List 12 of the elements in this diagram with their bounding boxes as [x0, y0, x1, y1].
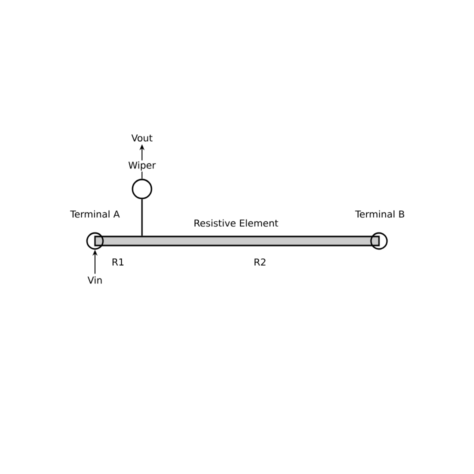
resistance-label: R1: [112, 258, 124, 266]
terminal-circle: [86, 232, 104, 250]
terminal-circle: [370, 232, 388, 250]
wiper-label: Wiper: [127, 160, 157, 172]
terminal-label: Terminal B: [354, 209, 406, 219]
terminal-label: Terminal A: [69, 209, 121, 219]
wiper-circle: [132, 178, 152, 200]
signal-label: Vout: [131, 134, 152, 142]
resistance-label: R2: [254, 258, 266, 266]
signal-label: Vin: [88, 276, 102, 284]
connector-line: [141, 199, 143, 236]
element-label: Resistive Element: [194, 219, 278, 227]
